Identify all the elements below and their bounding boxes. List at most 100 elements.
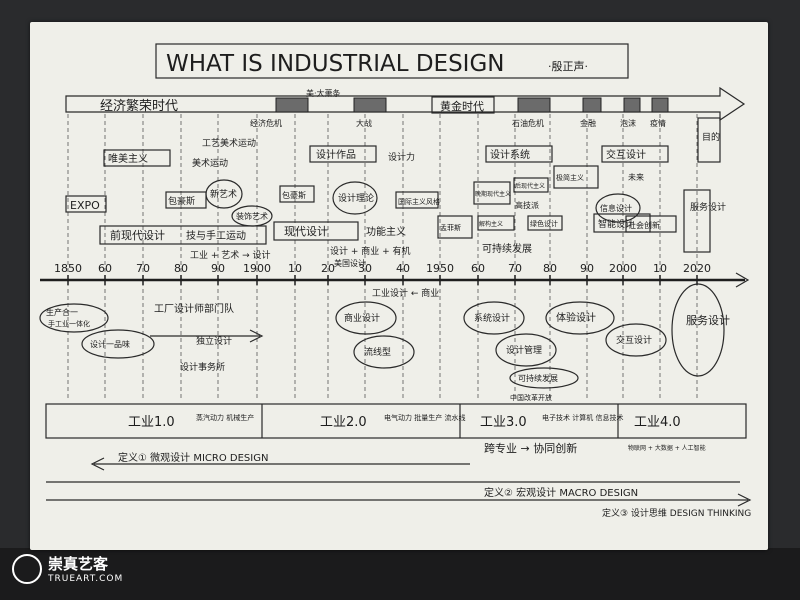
industry-bar	[45, 403, 747, 439]
label-expo: EXPO	[70, 199, 100, 212]
era-crisis: 经济危机	[250, 118, 282, 128]
label-bauhaus: 包豪斯	[168, 195, 195, 207]
label-postmodern: 后现代主义	[515, 182, 545, 190]
timeline-tick-label: 40	[396, 262, 410, 275]
label-one-product: 设计一品味	[90, 339, 130, 349]
memphis-box	[437, 215, 473, 239]
industry-4-note: 物联网 + 大数据 + 人工智能	[628, 444, 706, 452]
consult-circle	[463, 301, 525, 335]
industry-3: 工业3.0	[480, 415, 527, 430]
oil-block	[517, 97, 551, 113]
era-golden: 黄金时代	[440, 99, 484, 113]
label-inter: 交互设计	[616, 334, 652, 346]
label-sustain-low: 可持续发展	[518, 373, 558, 383]
postmodern-box	[513, 177, 549, 193]
fin1-block	[582, 97, 602, 113]
label-styling: 流线型	[364, 346, 391, 358]
crisis-block	[275, 97, 309, 113]
inter-circle	[605, 323, 667, 357]
def1-arrowhead	[90, 457, 105, 471]
decade-guides	[67, 114, 698, 400]
label-industrial-art: 工业 + 艺术 → 设计	[190, 249, 271, 261]
era-depression: 美·大萧条	[306, 88, 341, 98]
era-arrow	[65, 86, 746, 122]
watermark-logo-icon	[12, 553, 42, 584]
styling-circle	[353, 335, 415, 369]
label-functional: 功能主义	[366, 225, 406, 238]
label-design-theory: 设计理论	[338, 192, 374, 204]
war-block	[353, 97, 387, 113]
golden-box	[431, 96, 495, 114]
label-exp: 体验设计	[556, 311, 596, 324]
label-office: 设计事务所	[180, 361, 225, 373]
timeline-tick-label: 70	[508, 262, 522, 275]
service-box	[683, 189, 711, 253]
one-product-circle	[81, 329, 155, 359]
timeline-tick-label: 90	[580, 262, 594, 275]
sustain-low-circle	[509, 367, 579, 389]
minimal-box	[553, 165, 599, 189]
timeline-tick-label: 80	[543, 262, 557, 275]
deconstruct-box	[477, 215, 515, 231]
smart-box	[593, 213, 651, 233]
label-bauhaus2: 包豪斯	[282, 190, 306, 200]
cross-label: 跨专业 → 协同创新	[484, 441, 577, 455]
bauhaus2-box	[279, 185, 315, 203]
label-purpose: 目的	[702, 131, 720, 143]
design-work-box	[309, 145, 377, 163]
label-green: 绿色设计	[530, 219, 558, 228]
industry-1-note: 蒸汽动力 机械生产	[196, 413, 254, 422]
label-commercial: 设计 + 商业 + 有机	[330, 245, 411, 257]
era-boom: 经济繁荣时代	[100, 98, 178, 114]
timeline-tick-label: 20	[321, 262, 335, 275]
design-theory-circle	[332, 181, 378, 215]
craft-circle	[39, 303, 109, 333]
timeline-tick-label: 80	[174, 262, 188, 275]
pre-modern-bar	[99, 225, 267, 245]
label-consult: 系统设计	[474, 312, 510, 324]
label-design-force: 设计力	[388, 151, 415, 163]
label-service-circle: 服务设计	[686, 314, 730, 327]
bauhaus-box	[165, 191, 207, 209]
timeline-tick-label: 1850	[54, 262, 82, 275]
paper-sheet	[30, 22, 768, 550]
commercial-design-circle	[335, 301, 397, 335]
interactive-box	[601, 145, 669, 163]
label-art-nouveau: 新艺术	[210, 188, 237, 200]
green-box	[527, 215, 563, 231]
timeline-tick-label: 90	[211, 262, 225, 275]
label-arts-crafts: 工艺美术运动	[202, 137, 256, 149]
sys-design-box	[485, 145, 553, 163]
label-indep: 独立设计	[196, 335, 232, 347]
label-social-innov: 社会创新	[628, 220, 660, 230]
label-us-design: 美国设计	[334, 258, 366, 268]
label-interactive: 交互设计	[606, 148, 646, 161]
label-mgmt: 设计管理	[506, 344, 542, 356]
label-sustain: 可持续发展	[482, 242, 532, 255]
late-modern-box	[473, 181, 511, 205]
intl-style-box	[395, 191, 439, 209]
label-craft-move: 技与手工运动	[186, 229, 246, 242]
timeline-tick-label: 2000	[609, 262, 637, 275]
industry-1: 工业1.0	[128, 415, 175, 430]
exp-circle	[545, 301, 615, 335]
timeline-tick-label: 60	[471, 262, 485, 275]
label-intl-style: 国际主义风格	[398, 197, 440, 206]
watermark-en: TRUEART.COM	[48, 574, 124, 584]
industry-3-note: 电子技术 计算机 信息技术	[542, 413, 623, 422]
label-info-design: 信息设计	[600, 203, 632, 213]
timeline-tick-label: 10	[288, 262, 302, 275]
label-memphis: 孟菲斯	[440, 223, 461, 232]
title-box	[155, 43, 629, 79]
label-minimal: 极简主义	[556, 173, 584, 182]
def1-label: 定义① 微观设计 MICRO DESIGN	[118, 451, 268, 464]
purpose-box	[697, 117, 721, 163]
watermark-cn: 崇真艺客	[48, 555, 109, 573]
social-innov-box	[625, 215, 677, 233]
timeline-tick-label: 70	[136, 262, 150, 275]
service-circle	[671, 283, 725, 377]
label-deconstruct: 解构主义	[479, 220, 503, 228]
industry-2-note: 电气动力 批量生产 流水线	[384, 413, 465, 422]
